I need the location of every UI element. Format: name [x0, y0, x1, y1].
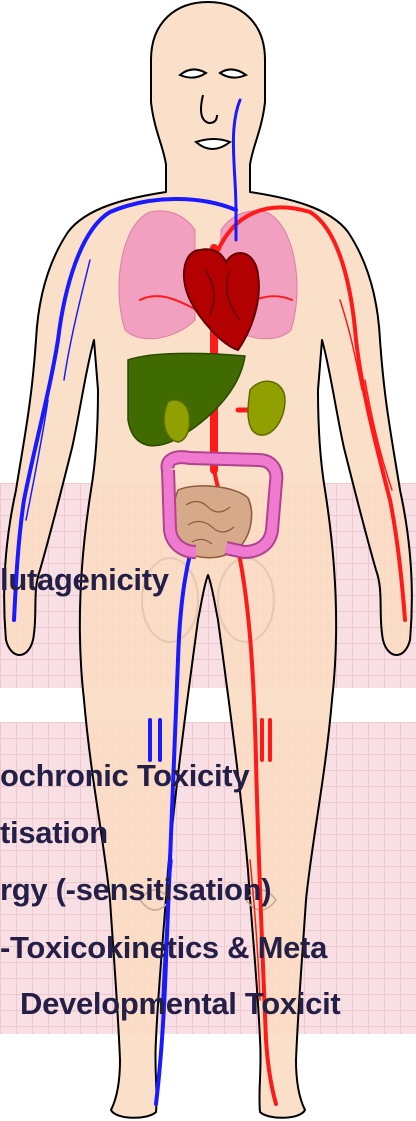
label-sensitisation: tisation	[0, 817, 108, 848]
left-kidney	[164, 400, 189, 442]
label-mutagenicity: lutagenicity	[0, 564, 169, 595]
label-developmental-toxicity: Developmental Toxicit	[20, 988, 340, 1019]
label-subchronic-toxicity: ochronic Toxicity	[0, 760, 249, 791]
label-toxicokinetics: -Toxicokinetics & Meta	[0, 932, 327, 963]
label-allergy: rgy (-sensitisation)	[0, 874, 271, 905]
